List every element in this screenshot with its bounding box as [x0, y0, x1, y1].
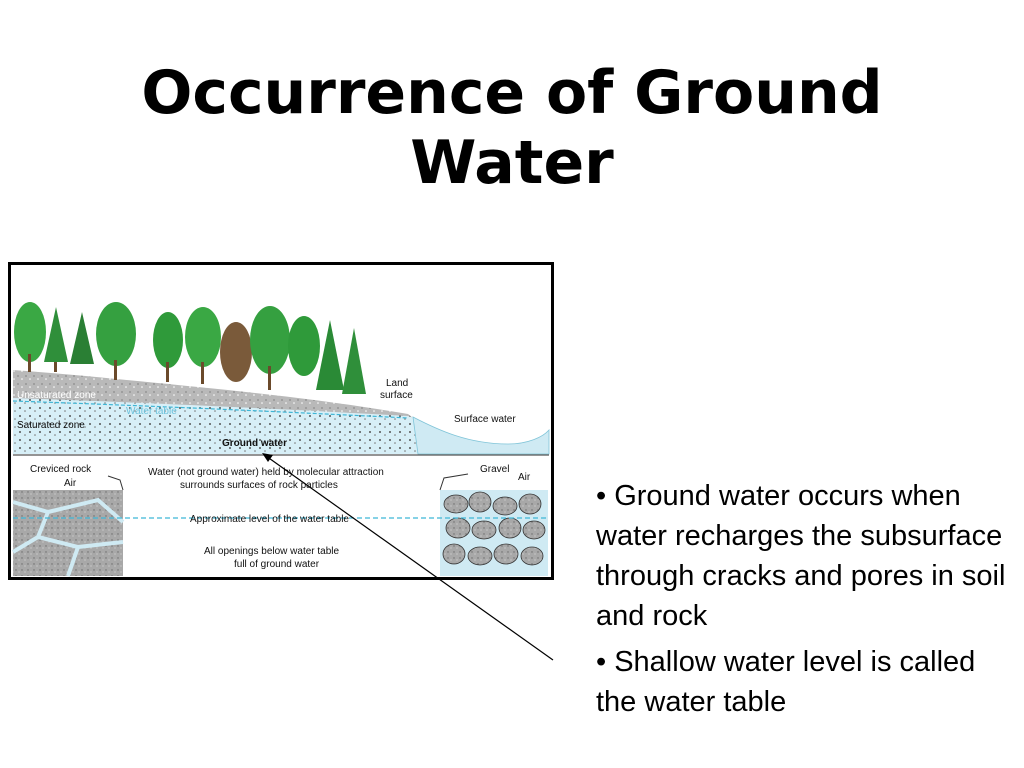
groundwater-diagram: Unsaturated zone Water table Saturated z… — [8, 262, 554, 580]
surface-water — [412, 416, 550, 455]
slide-title-line-2: Water — [410, 128, 614, 198]
groundwater-diagram-svg: Unsaturated zone Water table Saturated z… — [8, 262, 554, 580]
slide-title-line-1: Occurrence of Ground — [141, 58, 883, 128]
label-molecular-line-1: Water (not ground water) held by molecul… — [148, 467, 384, 478]
label-ground-water: Ground water — [222, 438, 287, 449]
slide-title: Occurrence of Ground Water — [0, 58, 1024, 198]
label-land-surface-1: Land — [386, 378, 408, 389]
label-saturated-zone: Saturated zone — [17, 420, 85, 431]
label-openings-line-1: All openings below water table — [204, 546, 340, 557]
trees — [14, 302, 366, 394]
saturated-zone — [13, 398, 448, 454]
label-molecular-line-2: surrounds surfaces of rock particles — [180, 480, 338, 491]
bullet-item-2: • Shallow water level is called the wate… — [596, 646, 976, 718]
label-air-left: Air — [64, 478, 77, 489]
label-creviced-rock: Creviced rock — [30, 464, 92, 475]
gravel-block — [439, 473, 548, 576]
water-table-line — [12, 400, 409, 419]
label-openings-line-2: full of ground water — [234, 559, 320, 570]
label-air-right: Air — [518, 472, 531, 483]
label-approx-level: Approximate level of the water table — [190, 514, 349, 525]
rock-crevices — [11, 497, 125, 577]
bullet-item-1: • Ground water occurs when water recharg… — [596, 480, 1006, 632]
label-gravel: Gravel — [480, 464, 509, 475]
label-land-surface-2: surface — [380, 390, 413, 401]
label-water-table: Water table — [126, 406, 177, 417]
label-unsaturated-zone: Unsaturated zone — [17, 390, 96, 401]
label-surface-water: Surface water — [454, 414, 516, 425]
bullet-list: • Ground water occurs when water recharg… — [596, 476, 1016, 728]
